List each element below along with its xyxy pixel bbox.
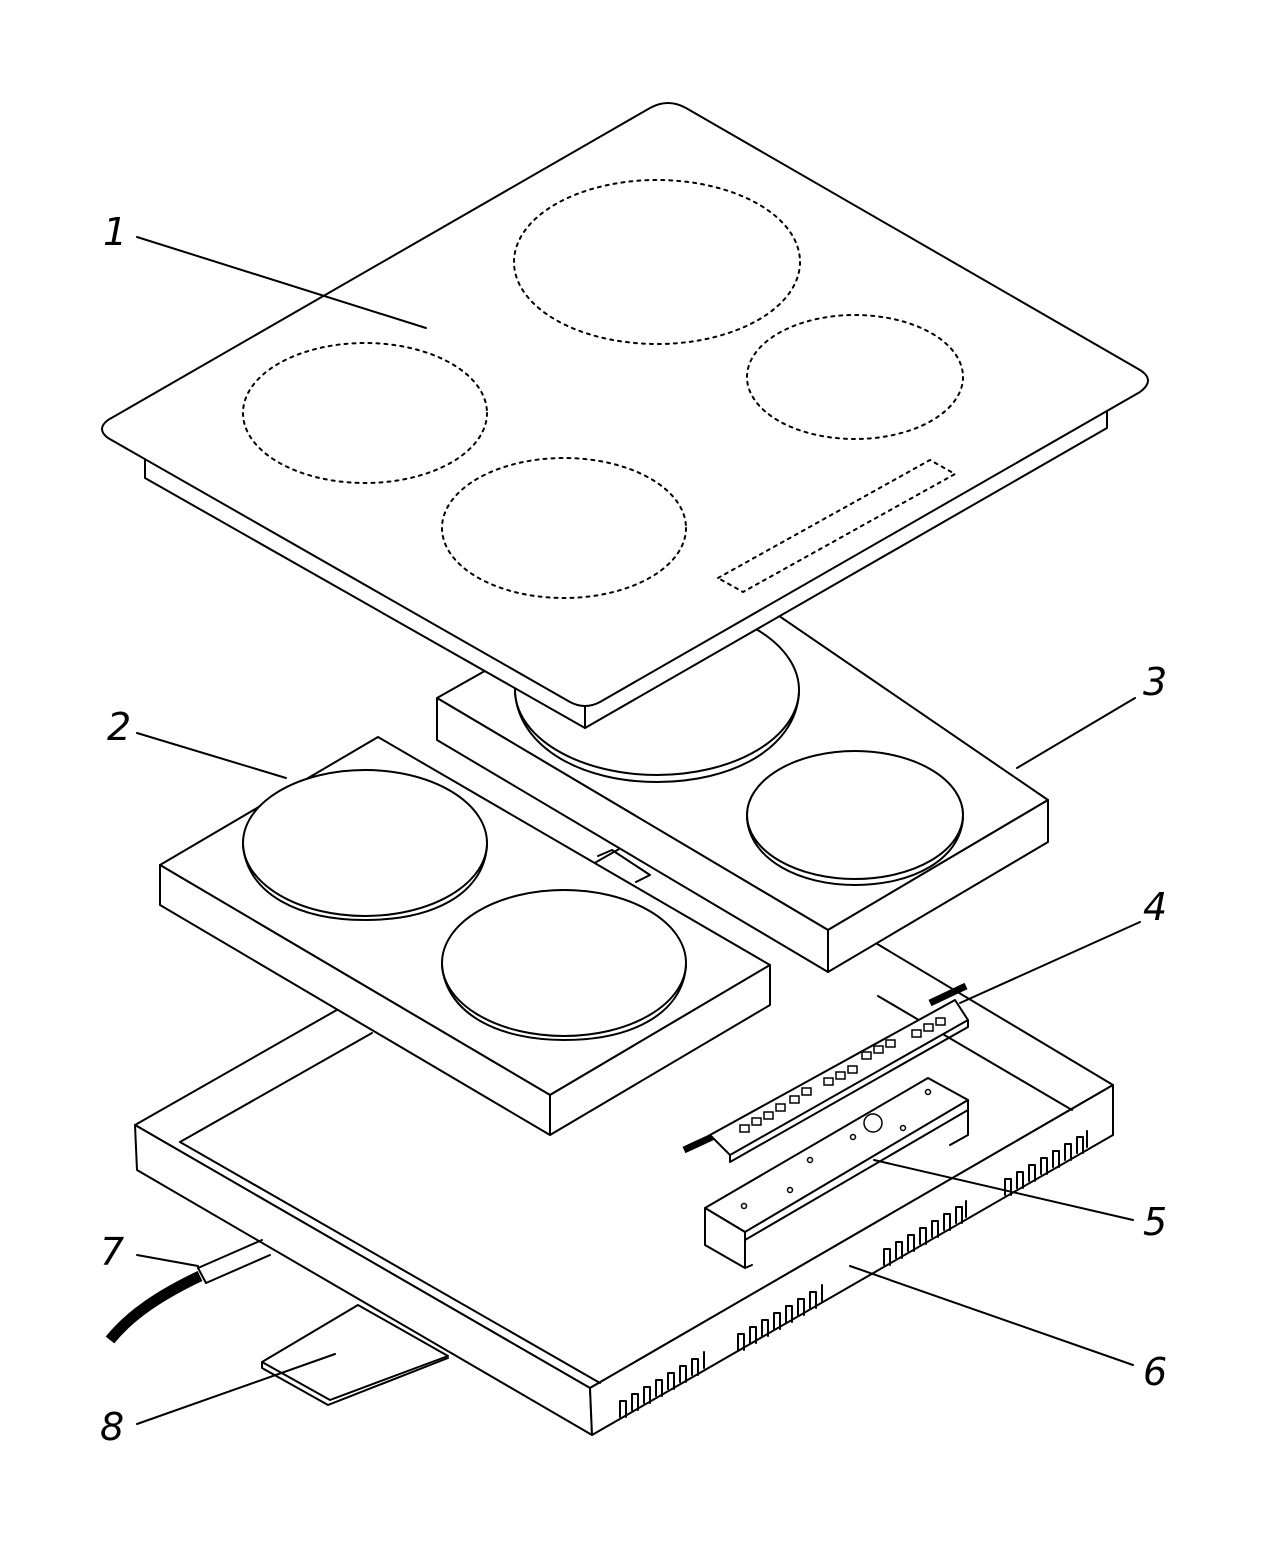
cooking-zone-outline: [746, 314, 964, 440]
callout-5: 5: [1143, 1200, 1167, 1244]
cooking-zone-outline: [441, 457, 687, 599]
cooking-zone-outline: [242, 342, 488, 484]
cooking-zone-outline: [513, 179, 801, 345]
callout-7: 7: [100, 1230, 124, 1274]
callout-4: 4: [1143, 885, 1167, 929]
heater-coil: [746, 750, 964, 886]
bottom-plate: [261, 1304, 449, 1406]
callout-6: 6: [1143, 1350, 1167, 1394]
power-cord: [105, 1239, 271, 1344]
callout-labels: 1 2 3 4 5 6 7 8: [100, 210, 1167, 1449]
leader-lines: [136, 236, 1141, 1425]
control-strip-outline: [715, 458, 958, 594]
callout-3: 3: [1143, 660, 1167, 704]
heater-coil: [242, 769, 488, 921]
callout-8: 8: [100, 1405, 124, 1449]
callout-2: 2: [107, 705, 131, 749]
glass-top: [101, 102, 1149, 729]
mounting-bracket: [704, 1077, 969, 1269]
control-board: [682, 982, 969, 1163]
vent-slots: [619, 1130, 1088, 1418]
left-heater-block: [159, 736, 771, 1136]
callout-1: 1: [103, 210, 127, 254]
heater-coil: [441, 889, 687, 1041]
bottom-housing: [134, 819, 1114, 1436]
